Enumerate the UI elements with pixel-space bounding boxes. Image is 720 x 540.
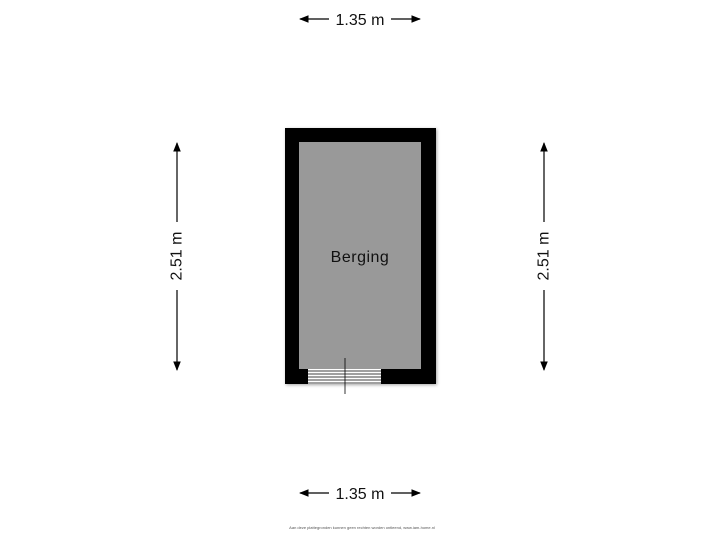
bottom-dimension-label: 1.35 m — [336, 486, 385, 503]
right-dimension-label: 2.51 m — [536, 232, 553, 281]
door — [308, 358, 381, 394]
room-floor — [299, 142, 421, 369]
right-dimension: 2.51 m — [536, 142, 553, 371]
top-dimension: 1.35 m — [299, 12, 421, 29]
left-dimension-label: 2.51 m — [169, 232, 186, 281]
left-dimension: 2.51 m — [169, 142, 186, 371]
bottom-dimension: 1.35 m — [299, 486, 421, 503]
top-dimension-label: 1.35 m — [336, 12, 385, 29]
footer-disclaimer: Aan deze plattegronden kunnen geen recht… — [289, 525, 435, 530]
room-label: Berging — [331, 249, 390, 266]
room-berging: Berging — [285, 128, 436, 394]
